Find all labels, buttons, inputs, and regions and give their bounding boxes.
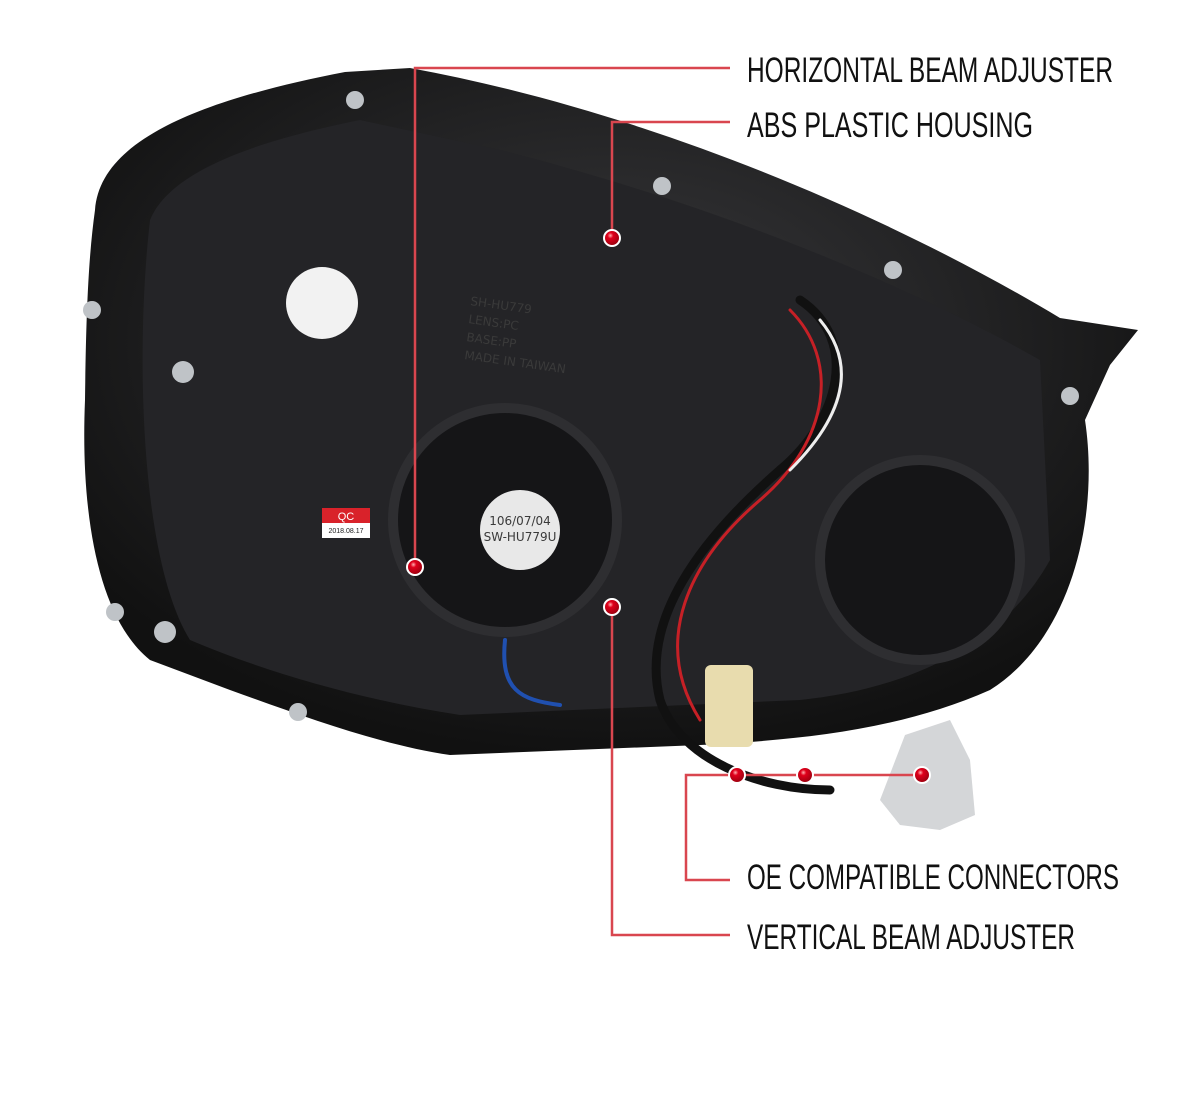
label-vertical-beam-adjuster: VERTICAL BEAM ADJUSTER (747, 918, 1075, 957)
qc-text: QC (338, 511, 355, 523)
callout-line-housing (610, 120, 730, 238)
qc-date: 2018.08.17 (328, 528, 363, 535)
callout-dots (406, 229, 931, 784)
mounting-screws (83, 91, 1079, 721)
dot-connector-3 (913, 766, 931, 784)
label-horizontal-beam-adjuster: HORIZONTAL BEAM ADJUSTER (747, 51, 1113, 90)
housing-hole (286, 267, 358, 339)
wiring-harness (502, 295, 843, 795)
svg-text:LENS:PC: LENS:PC (468, 312, 520, 333)
dot-housing (603, 229, 621, 247)
dot-vertical-adjuster (603, 598, 621, 616)
label-abs-plastic-housing: ABS PLASTIC HOUSING (747, 106, 1033, 145)
headlight-housing: 106/07/04 SW-HU779U QC 2018.08.17 SH-HU7… (83, 68, 1139, 830)
high-beam-cap (815, 455, 1025, 665)
dot-connector-2 (796, 766, 814, 784)
callout-line-horizontal (413, 66, 730, 567)
bulb-cap-date: 106/07/04 (489, 514, 551, 528)
callout-line-vertical (610, 607, 730, 937)
bulb-cap-label (480, 490, 560, 570)
dot-connector-1 (728, 766, 746, 784)
label-oe-compatible-connectors: OE COMPATIBLE CONNECTORS (747, 858, 1119, 897)
svg-text:BASE:PP: BASE:PP (466, 330, 518, 351)
dot-horizontal-adjuster (406, 558, 424, 576)
yellow-connector (705, 665, 753, 747)
bulb-cap-code: SW-HU779U (484, 530, 557, 544)
